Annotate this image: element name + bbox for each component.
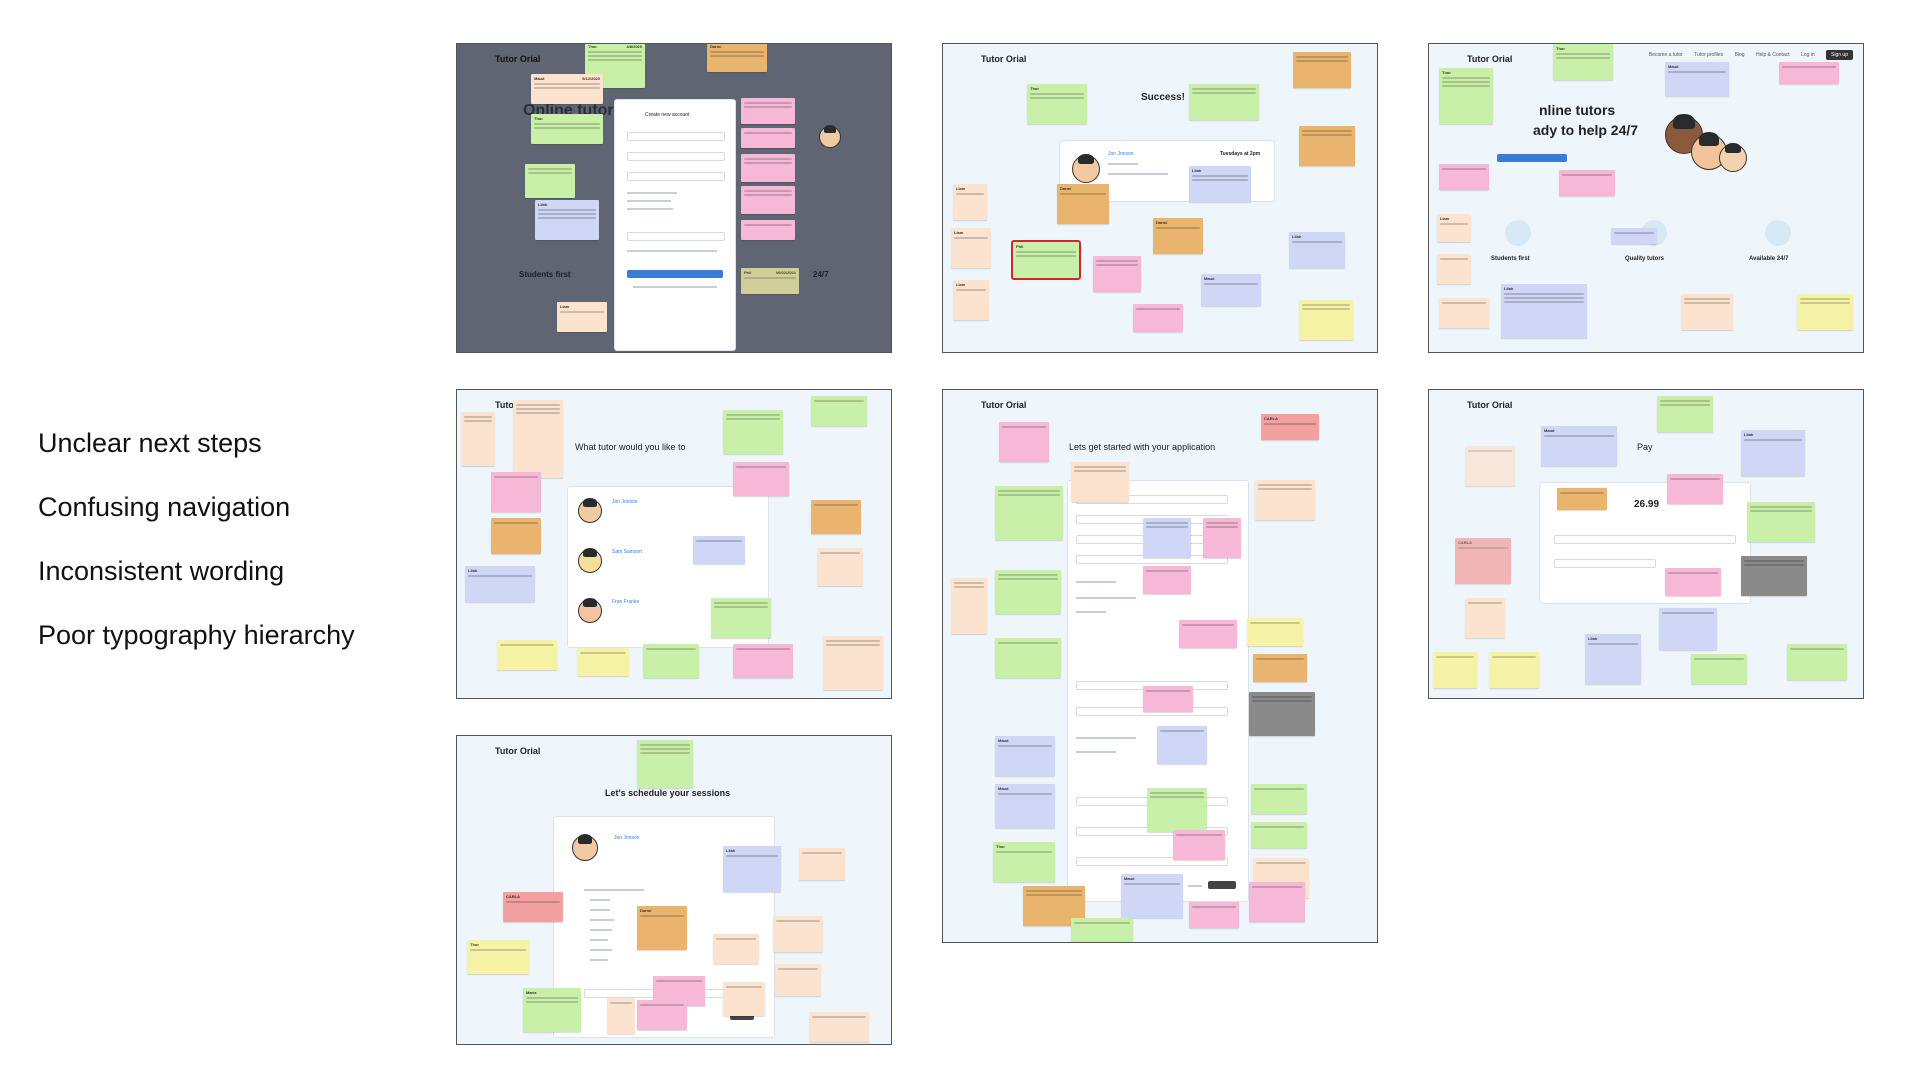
signup-button[interactable]: Sign up [1826, 50, 1853, 60]
app-logo: Tutor [495, 400, 518, 410]
app-logo: Tutor Orial [981, 54, 1027, 64]
proceed-button[interactable] [730, 1013, 754, 1020]
screenshot-success: Tutor Orial Success! Jon Jonson Tuesdays… [942, 43, 1378, 353]
finding-item: Inconsistent wording [38, 556, 285, 586]
apply-now-button[interactable] [1497, 154, 1567, 162]
page-title: Lets get started with your application [1069, 442, 1216, 452]
findings-list: Unclear next steps Confusing navigation … [38, 430, 355, 686]
illustration-face [1719, 142, 1747, 172]
nav-item[interactable]: Log in [1801, 52, 1815, 58]
app-logo: Tutor Orial [981, 400, 1027, 410]
top-nav: Become a tutor Tutor profiles Blog Help … [1639, 50, 1853, 60]
price: 26.99 [1634, 499, 1660, 510]
screenshot-choose-tutor: Tutor What tutor would you like to Jon J… [456, 389, 892, 699]
page-title: Success! [1141, 92, 1185, 103]
proceed-button[interactable] [1208, 881, 1236, 889]
nav-item[interactable]: Help & Contact [1755, 52, 1790, 58]
tutor-name[interactable]: Jon Jonson [612, 499, 638, 505]
feature-label: Quality tutors [1625, 256, 1665, 262]
app-logo: Tutor Orial [1467, 54, 1513, 64]
modal-title: Create new account [645, 112, 690, 118]
screenshot-application: Tutor Orial Lets get started with your a… [942, 389, 1378, 943]
feature-label: Students first [519, 270, 571, 279]
password-field[interactable] [627, 172, 725, 181]
hero-headline: nline tutors [1539, 102, 1616, 118]
tutor-name: Jon Jonson [614, 835, 640, 841]
nav-item[interactable]: Become a tutor [1648, 52, 1683, 58]
screenshot-pay: Tutor Orial Pay 26.99 Maud Lilah CARLA L… [1428, 389, 1864, 699]
app-logo: Tutor Orial [495, 54, 541, 64]
page-title: What tutor would you like to [575, 442, 686, 452]
feature-label: Students first [1491, 256, 1530, 262]
app-logo: Tutor Orial [1467, 400, 1513, 410]
nav-item[interactable]: Blog [1734, 52, 1745, 58]
finding-item: Poor typography hierarchy [38, 620, 355, 650]
tutor-name[interactable]: Fran Franks [612, 599, 639, 605]
feature-label: 24/7 [813, 270, 829, 279]
signup-modal: Create new account [614, 99, 736, 351]
tutor-avatar [819, 125, 841, 148]
screenshot-signup: Tutor Orial Online tutors Students first… [456, 43, 892, 353]
highlighted-note: Phil [1011, 240, 1081, 280]
feature-label: Available 24/7 [1749, 256, 1789, 262]
tutor-avatar [572, 834, 598, 861]
tutor-name[interactable]: Sam Samson [612, 549, 643, 555]
form-field[interactable] [1076, 857, 1228, 866]
page-title: Pay [1637, 442, 1653, 452]
nav-item[interactable]: Tutor profiles [1694, 52, 1724, 58]
username-field[interactable] [627, 132, 725, 141]
card-number-field[interactable] [1554, 535, 1736, 544]
finding-item: Confusing navigation [38, 492, 291, 522]
address-field[interactable] [1554, 559, 1656, 568]
hero-headline: ady to help 24/7 [1533, 122, 1639, 138]
tutor-name: Jon Jonson [1108, 151, 1134, 157]
repeat-password-field[interactable] [627, 232, 725, 241]
create-button[interactable] [627, 270, 723, 278]
email-field[interactable] [627, 152, 725, 161]
finding-item: Unclear next steps [38, 428, 262, 458]
session-time: Tuesdays at 2pm [1220, 151, 1261, 157]
feature-icon [1505, 220, 1531, 246]
app-logo: Tutor Orial [495, 746, 541, 756]
screenshot-landing: Tutor Orial Become a tutor Tutor profile… [1428, 43, 1864, 353]
tutor-avatar [1072, 153, 1100, 183]
feature-icon [1765, 220, 1791, 246]
page-title: Let's schedule your sessions [605, 788, 731, 798]
screenshot-schedule: Tutor Orial Let's schedule your sessions… [456, 735, 892, 1045]
